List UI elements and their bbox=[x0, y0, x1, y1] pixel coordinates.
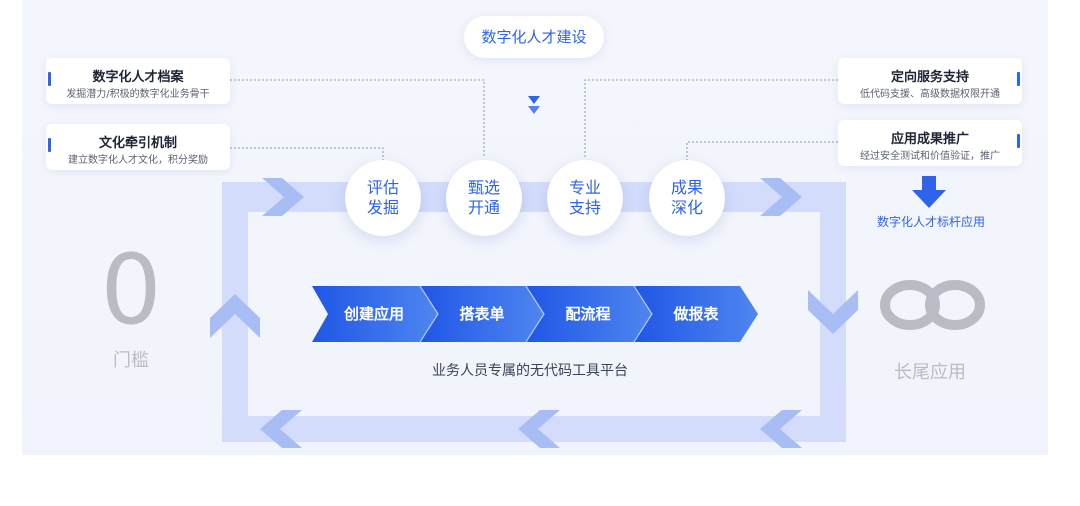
double-chevron-down-icon bbox=[528, 96, 540, 114]
card-title: 数字化人才档案 bbox=[92, 70, 184, 85]
circle-deepen: 成果 深化 bbox=[649, 160, 725, 236]
step-label-make-report: 做报表 bbox=[673, 305, 719, 323]
step-arrow-4 bbox=[634, 286, 758, 342]
chevron-down-icon bbox=[808, 290, 858, 334]
step-arrow-1 bbox=[312, 286, 438, 342]
top-title-pill: 数字化人才建设 bbox=[464, 16, 604, 58]
chevron-right-icon bbox=[262, 178, 802, 216]
chevron-left-icon bbox=[260, 410, 802, 448]
step-label-create-app: 创建应用 bbox=[343, 305, 404, 323]
circle-select: 甄选 开通 bbox=[446, 160, 522, 236]
card-subtitle: 建立数字化人才文化，积分奖励 bbox=[68, 155, 208, 166]
card-accent-bar bbox=[48, 138, 51, 152]
left-card-talent-archive: 数字化人才档案 发掘潜力/积极的数字化业务骨干 bbox=[46, 58, 230, 104]
card-accent-bar bbox=[48, 72, 51, 86]
platform-caption: 业务人员专属的无代码工具平台 bbox=[432, 363, 628, 379]
result-label: 数字化人才标杆应用 bbox=[876, 215, 985, 229]
infinity-icon bbox=[880, 280, 985, 330]
card-title: 定向服务支持 bbox=[890, 70, 969, 85]
right-card-service: 定向服务支持 低代码支援、高级数据权限开通 bbox=[838, 58, 1022, 104]
circle-line2: 开通 bbox=[467, 198, 500, 217]
circle-line2: 支持 bbox=[568, 198, 601, 217]
step-arrows bbox=[312, 285, 758, 343]
card-accent-bar bbox=[1017, 134, 1020, 148]
dotted-connectors bbox=[230, 79, 838, 170]
result-down-arrow-icon bbox=[912, 176, 946, 208]
circle-line1: 成果 bbox=[670, 178, 703, 197]
step-label-config-flow: 配流程 bbox=[565, 305, 611, 323]
threshold-label: 门槛 bbox=[113, 350, 149, 371]
card-subtitle: 经过安全测试和价值验证，推广 bbox=[860, 151, 1000, 162]
step-arrow-3 bbox=[526, 286, 652, 342]
card-subtitle: 低代码支援、高级数据权限开通 bbox=[860, 89, 1000, 100]
card-subtitle: 发掘潜力/积极的数字化业务骨干 bbox=[66, 89, 210, 100]
circle-line2: 深化 bbox=[670, 198, 703, 217]
chevron-up-icon bbox=[210, 294, 260, 338]
card-accent-bar bbox=[1017, 72, 1020, 86]
right-card-promotion: 应用成果推广 经过安全测试和价值验证，推广 bbox=[838, 120, 1022, 166]
circle-support: 专业 支持 bbox=[547, 160, 623, 236]
left-card-culture: 文化牵引机制 建立数字化人才文化，积分奖励 bbox=[46, 124, 230, 170]
zero-symbol: 0 bbox=[100, 234, 162, 346]
step-arrow-2 bbox=[420, 286, 544, 342]
card-title: 文化牵引机制 bbox=[98, 136, 177, 151]
circle-line1: 专业 bbox=[568, 178, 601, 197]
circle-line2: 发掘 bbox=[366, 198, 399, 217]
top-title: 数字化人才建设 bbox=[481, 28, 587, 46]
step-label-build-form: 搭表单 bbox=[459, 305, 505, 323]
circle-assess: 评估 发掘 bbox=[345, 160, 421, 236]
long-tail-label: 长尾应用 bbox=[894, 362, 966, 383]
circle-line1: 评估 bbox=[366, 178, 399, 197]
circle-line1: 甄选 bbox=[467, 178, 500, 197]
card-title: 应用成果推广 bbox=[890, 132, 969, 147]
